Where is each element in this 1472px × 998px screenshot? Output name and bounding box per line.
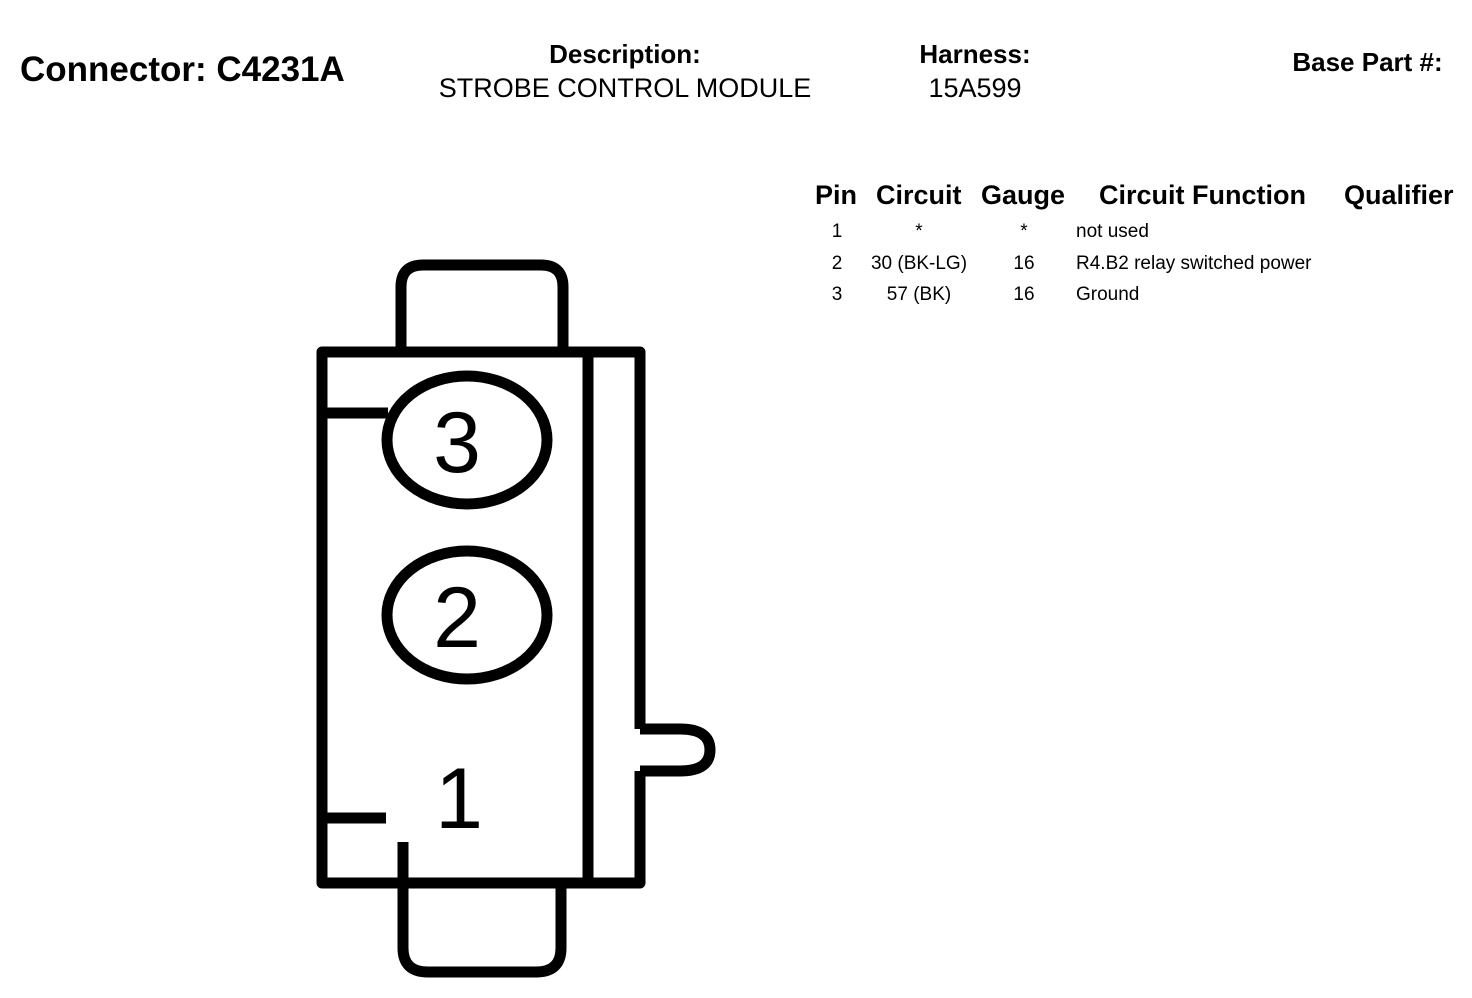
top-latch-tab — [395, 259, 569, 352]
description-value: STROBE CONTROL MODULE — [438, 73, 812, 103]
connector-face-diagram: 3 2 1 — [316, 259, 716, 978]
row-3-function: Ground — [1076, 284, 1140, 305]
bottom-latch-tab — [397, 842, 567, 978]
housing-outline — [316, 346, 646, 729]
row-1-circuit: * — [915, 221, 923, 242]
harness-block: Harness: 15A599 — [880, 38, 1070, 106]
col-header-qualifier: Qualifier — [1344, 180, 1454, 210]
housing-outline-lower — [316, 771, 646, 889]
row-3-gauge: 16 — [1013, 284, 1035, 305]
base-part-block: Base Part #: — [1270, 46, 1465, 78]
description-label: Description: — [549, 39, 701, 69]
col-header-circuit-function: Circuit Function — [1099, 180, 1306, 210]
row-2-function: R4.B2 relay switched power — [1076, 253, 1312, 274]
pin-2-cavity — [381, 545, 553, 685]
pin-1-label: 1 — [435, 751, 483, 847]
row-2-circuit: 30 (BK-LG) — [870, 253, 968, 274]
description-block: Description: STROBE CONTROL MODULE — [420, 38, 830, 106]
pin-3-cavity — [381, 370, 553, 510]
row-3-pin: 3 — [831, 284, 843, 305]
row-2-gauge: 16 — [1013, 253, 1035, 274]
row-2-pin: 2 — [831, 253, 843, 274]
row-1-gauge: * — [1020, 221, 1028, 242]
row-1-pin: 1 — [831, 221, 843, 242]
harness-label: Harness: — [919, 39, 1031, 69]
harness-value: 15A599 — [928, 73, 1022, 103]
col-header-pin: Pin — [815, 180, 858, 210]
col-header-circuit: Circuit — [876, 180, 962, 210]
base-part-label: Base Part #: — [1292, 47, 1443, 77]
row-3-circuit: 57 (BK) — [886, 284, 952, 305]
side-key-bump — [640, 723, 716, 777]
pin-2-label: 2 — [433, 570, 481, 666]
row-1-function: not used — [1076, 221, 1149, 242]
col-header-gauge: Gauge — [981, 180, 1066, 210]
connector-title: Connector: C4231A — [20, 50, 345, 89]
pin-3-label: 3 — [433, 395, 481, 491]
